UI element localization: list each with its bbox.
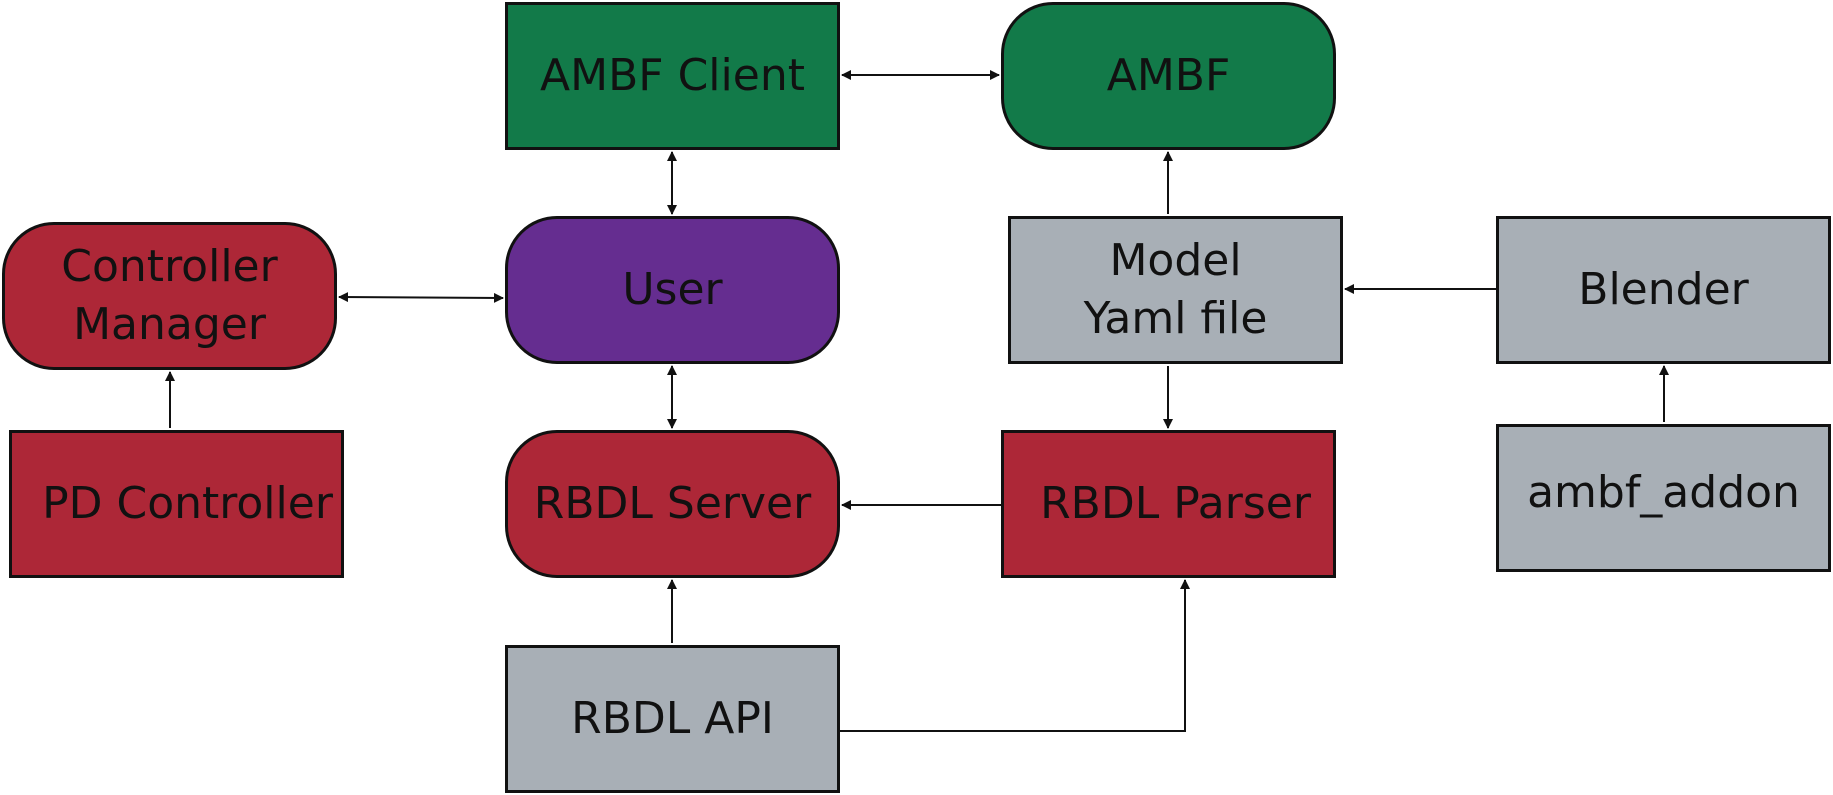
node-rbdl-parser: RBDL Parser (1001, 430, 1336, 578)
node-label-ambf-addon: ambf_addon (1527, 467, 1800, 518)
node-blender: Blender (1496, 216, 1831, 364)
edge-controller-manager-user (338, 292, 504, 303)
node-label-pd-controller: PD Controller (42, 478, 333, 529)
node-label-controller-manager: Controller Manager (61, 241, 278, 350)
node-rbdl-server: RBDL Server (505, 430, 840, 578)
node-label-ambf: AMBF (1106, 50, 1231, 101)
edge-rbdl-api-rbdl-parser (840, 579, 1190, 732)
node-pd-controller: PD Controller (9, 430, 344, 578)
node-ambf-addon: ambf_addon (1496, 424, 1831, 572)
node-label-user: User (622, 264, 723, 315)
node-rbdl-api: RBDL API (505, 645, 840, 793)
node-label-rbdl-api: RBDL API (571, 693, 774, 744)
node-label-rbdl-server: RBDL Server (533, 478, 812, 529)
node-user: User (505, 216, 840, 364)
node-controller-manager: Controller Manager (2, 222, 337, 370)
node-label-blender: Blender (1578, 264, 1749, 315)
node-label-rbdl-parser: RBDL Parser (1040, 478, 1311, 529)
node-label-ambf-client: AMBF Client (540, 50, 805, 101)
node-label-model-yaml-file: Model Yaml file (1083, 235, 1268, 344)
node-model-yaml-file: Model Yaml file (1008, 216, 1343, 364)
node-ambf-client: AMBF Client (505, 2, 840, 150)
node-ambf: AMBF (1001, 2, 1336, 150)
